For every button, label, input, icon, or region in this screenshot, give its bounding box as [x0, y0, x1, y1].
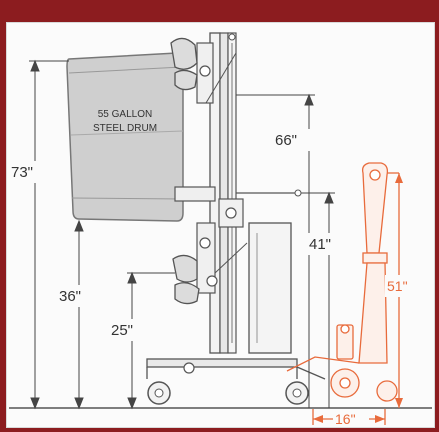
- hand-truck-collar: [362, 252, 388, 264]
- dim-handtruck-width-label: 16": [335, 411, 356, 427]
- dim-arrow: [127, 397, 137, 410]
- dim-handtruck-height-label: 51": [387, 278, 408, 294]
- drum-rib: [68, 66, 183, 74]
- base-rear-brace: [296, 366, 326, 380]
- lifter-frame: [146, 32, 326, 405]
- dim-upper-clamp-label: 66": [275, 132, 297, 149]
- lower-pivot-1: [199, 237, 211, 249]
- dim-arrow: [74, 397, 84, 410]
- hand-truck-grip: [369, 169, 381, 181]
- mast-top-cap: [228, 33, 236, 41]
- dim-lower-clamp-label: 25": [111, 322, 133, 339]
- dim-arrow-orange: [395, 398, 403, 408]
- brace: [214, 242, 248, 274]
- dim-arrow-orange: [313, 415, 323, 423]
- front-caster-hub: [154, 388, 164, 398]
- hand-truck-handle: [361, 162, 389, 254]
- label-bg: [385, 275, 425, 297]
- dim-arrow: [127, 271, 137, 284]
- dim-arrow-orange: [395, 173, 403, 183]
- middle-arm: [174, 186, 216, 202]
- label-bg: [57, 285, 101, 307]
- lower-clamp-jaw-lower: [174, 282, 200, 305]
- steel-drum: 55 GALLON STEEL DRUM: [66, 52, 184, 222]
- hand-truck-rear-wheel: [376, 380, 398, 402]
- pedal-knob: [340, 324, 350, 334]
- battery-housing: [248, 222, 292, 354]
- drum-label-line2: STEEL DRUM: [93, 123, 157, 134]
- mast-column-inner: [219, 32, 229, 354]
- upper-clamp-jaw-lower: [174, 69, 198, 91]
- dim-arrow: [30, 397, 40, 410]
- hand-truck-tow-bar: [286, 356, 360, 372]
- dim-arrow-orange: [375, 415, 385, 423]
- middle-arm-knob: [294, 189, 302, 197]
- upper-pivot: [199, 65, 211, 77]
- base-rail: [146, 358, 298, 368]
- label-bg: [273, 129, 317, 151]
- lower-clamp-jaw: [172, 254, 198, 283]
- brace: [205, 52, 237, 104]
- dim-arrow: [30, 59, 40, 72]
- upper-clamp-jaw: [170, 37, 198, 70]
- drum-label-line1: 55 GALLON: [98, 109, 152, 120]
- hand-truck-wheel-hub: [339, 377, 351, 389]
- dim-middle-arm-label: 41": [309, 236, 331, 253]
- drum-lifter-diagram: 55 GALLON STEEL DRUM: [9, 32, 432, 427]
- label-bg: [9, 161, 51, 183]
- drum-rib: [71, 197, 184, 200]
- drum-rib: [70, 130, 184, 136]
- dim-overall-label: 73": [11, 164, 33, 181]
- dim-arrow: [324, 191, 334, 204]
- lower-pivot-2: [206, 275, 218, 287]
- dim-arrow: [304, 93, 314, 106]
- drum-body: [66, 52, 184, 222]
- diagram-canvas: 55 GALLON STEEL DRUM: [6, 22, 435, 428]
- mid-pivot: [225, 207, 237, 219]
- rear-caster-hub: [292, 388, 302, 398]
- label-bg: [333, 411, 369, 427]
- hand-truck-body: [358, 262, 388, 364]
- label-bg: [109, 319, 153, 341]
- foot-pedal: [183, 362, 195, 374]
- dim-drum-bottom-label: 36": [59, 288, 81, 305]
- dim-arrow: [74, 219, 84, 232]
- label-bg: [307, 233, 351, 255]
